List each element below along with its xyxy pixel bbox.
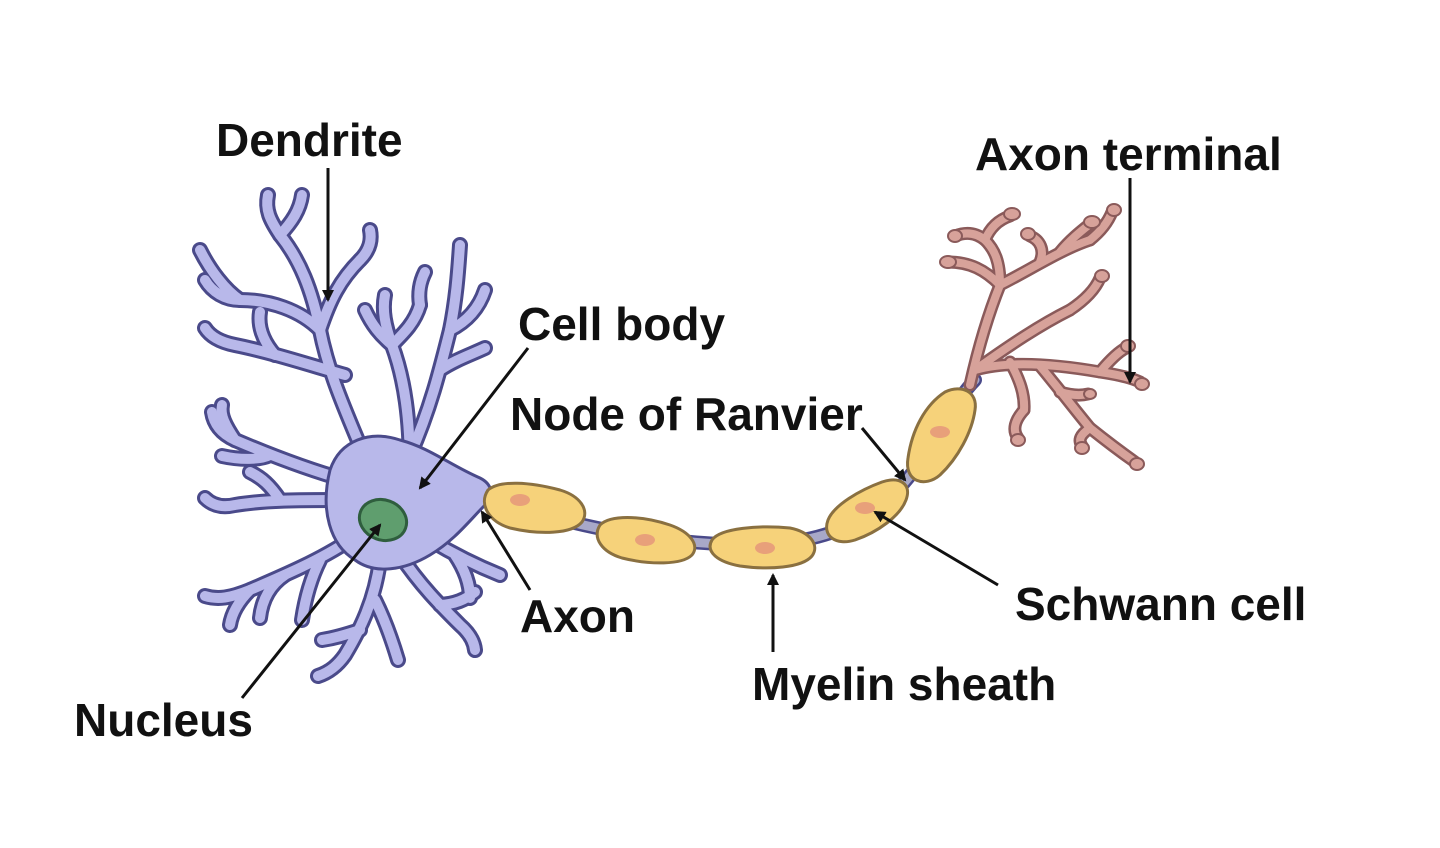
schwann-cell-2 xyxy=(595,516,697,565)
schwann-cell-1 xyxy=(482,481,587,534)
node-of-ranvier-leader xyxy=(860,427,907,482)
label-cell-body: Cell body xyxy=(518,298,725,350)
axon-leader xyxy=(480,510,532,591)
schwann-cell-leader xyxy=(873,510,999,587)
schwann-cell-5 xyxy=(906,387,977,484)
label-myelin-sheath: Myelin sheath xyxy=(752,658,1056,710)
dendrites xyxy=(192,187,508,684)
label-nucleus: Nucleus xyxy=(74,694,253,746)
axon-terminal-branches xyxy=(939,203,1150,471)
leader-lines xyxy=(240,168,1136,699)
labels: Dendrite Axon terminal Cell body Node of… xyxy=(74,114,1306,746)
cell-body xyxy=(324,434,493,571)
label-schwann-cell: Schwann cell xyxy=(1015,578,1306,630)
label-node-of-ranvier: Node of Ranvier xyxy=(510,388,863,440)
schwann-cell-4 xyxy=(825,478,909,544)
label-dendrite: Dendrite xyxy=(216,114,403,166)
nucleus-leader xyxy=(240,523,382,699)
cell-body-leader xyxy=(418,347,530,490)
label-axon-terminal: Axon terminal xyxy=(975,128,1282,180)
label-axon: Axon xyxy=(520,590,635,642)
schwann-cell-3 xyxy=(708,525,817,570)
myelin-sheath xyxy=(482,387,977,570)
